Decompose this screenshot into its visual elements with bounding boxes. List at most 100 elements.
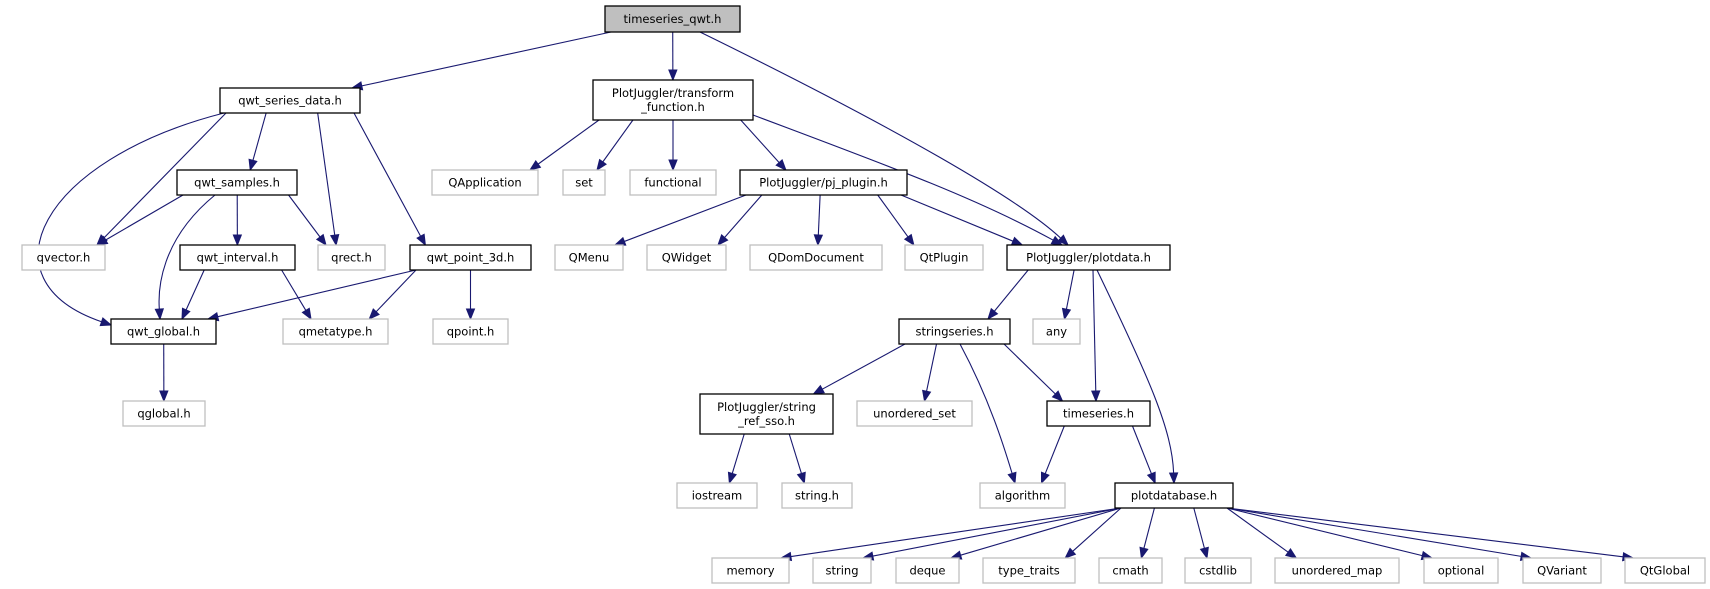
arrowhead-icon [1146,471,1156,485]
arrowhead-icon [248,158,258,172]
node-box [1032,318,1081,345]
arrowhead-icon [1041,471,1050,485]
node-label: QMenu [569,251,610,265]
node-deque: deque [895,557,960,584]
edge-line [185,269,205,311]
edge-string_ref_sso-to-string_h [788,433,806,485]
node-label: qwt_point_3d.h [427,251,515,265]
edge-line [752,114,1054,241]
arrowhead-icon [301,307,312,321]
node-label: cstdlib [1199,564,1237,578]
arrowhead-icon [813,234,824,247]
arrowhead-icon [775,159,787,171]
node-label: qglobal.h [137,407,190,421]
node-label: qvector.h [37,251,91,265]
node-box [739,169,908,196]
arrowhead-icon [1061,307,1072,321]
node-box [1098,557,1163,584]
node-label: PlotJuggler/string [717,400,816,414]
node-label: string [825,564,858,578]
arrowhead-icon [812,384,825,395]
node-box [317,244,386,271]
node-qwt_global[interactable]: qwt_global.h [110,318,217,345]
node-box [554,244,624,271]
node-box [179,244,296,271]
edge-line [158,194,216,310]
edge-qwt_samples-to-qwt_global [154,194,216,321]
node-type_traits: type_traits [982,557,1076,584]
node-box [431,169,539,196]
node-transform_function[interactable]: PlotJuggler/transform_function.h [592,79,754,121]
node-label: timeseries.h [1063,407,1134,421]
arrowhead-icon [1050,235,1064,246]
arrowhead-icon [154,308,165,321]
edge-line [288,194,321,238]
node-timeseries[interactable]: timeseries.h [1046,400,1151,427]
node-box [646,244,727,271]
node-label: deque [909,564,945,578]
node-box [749,244,883,271]
arrowhead-icon [1051,390,1064,402]
node-pj_plugin[interactable]: PlotJuggler/pj_plugin.h [739,169,908,196]
arrowhead-icon [1168,472,1179,485]
node-qwt_point_3d[interactable]: qwt_point_3d.h [409,244,532,271]
node-qpoint: qpoint.h [432,318,509,345]
node-box [592,79,754,121]
arrowhead-icon [727,471,737,485]
node-plotdatabase[interactable]: plotdatabase.h [1114,482,1234,509]
node-qvector: qvector.h [21,244,106,271]
edge-line [1003,343,1056,395]
node-set: set [562,169,606,196]
node-box [812,557,872,584]
node-string_ref_sso[interactable]: PlotJuggler/string_ref_sso.h [699,393,834,435]
node-box [898,318,1011,345]
node-label: qwt_global.h [127,325,200,339]
node-label: qpoint.h [447,325,495,339]
node-timeseries_qwt[interactable]: timeseries_qwt.h [604,5,741,33]
arrowhead-icon [1284,548,1298,559]
node-qwt_interval[interactable]: qwt_interval.h [179,244,296,271]
edge-line [537,119,600,165]
edge-qwt_interval-to-qmetatype [281,269,312,321]
node-label: qrect.h [331,251,372,265]
node-label: functional [644,176,701,190]
node-box [21,244,106,271]
node-box [629,169,717,196]
arrowhead-icon [596,158,607,172]
edge-line [602,119,634,163]
node-label: qwt_series_data.h [238,94,342,108]
edge-line [1226,507,1289,553]
arrowhead-icon [1007,471,1017,485]
edge-line [960,507,1122,556]
node-stringseries[interactable]: stringseries.h [898,318,1011,345]
node-label: unordered_set [873,407,956,421]
arrowhead-icon [922,389,932,403]
edge-qwt_global-to-qglobal [159,343,169,403]
node-label: qwt_samples.h [194,176,280,190]
node-qwt_samples[interactable]: qwt_samples.h [176,169,298,196]
node-box [409,244,532,271]
edge-timeseries_qwt-to-plotdata [699,31,1069,246]
node-label: set [575,176,593,190]
edge-line [788,433,802,474]
node-label: cmath [1112,564,1148,578]
node-plotdata[interactable]: PlotJuggler/plotdata.h [1006,244,1171,271]
edge-stringseries-to-algorithm [959,343,1017,485]
edge-qwt_samples-to-qwt_interval [232,194,243,247]
edge-plotdatabase-to-type_traits [1064,507,1122,559]
edge-transform_function-to-set [596,119,634,172]
edge-plotdatabase-to-QVariant [1226,507,1533,561]
edge-line [353,112,422,237]
edge-stringseries-to-string_ref_sso [812,343,906,395]
edge-qwt_series_data-to-qwt_point_3d [353,112,427,247]
node-qwt_series_data[interactable]: qwt_series_data.h [219,87,361,114]
edge-line [1044,425,1065,474]
edge-line [103,112,227,239]
edge-qwt_point_3d-to-qpoint [465,270,476,321]
node-label: timeseries_qwt.h [624,12,722,26]
node-label: qwt_interval.h [197,251,279,265]
arrowhead-icon [1199,546,1209,560]
node-label: QVariant [1537,564,1587,578]
node-box [1006,244,1171,271]
edge-pj_plugin-to-QMenu [613,194,747,246]
